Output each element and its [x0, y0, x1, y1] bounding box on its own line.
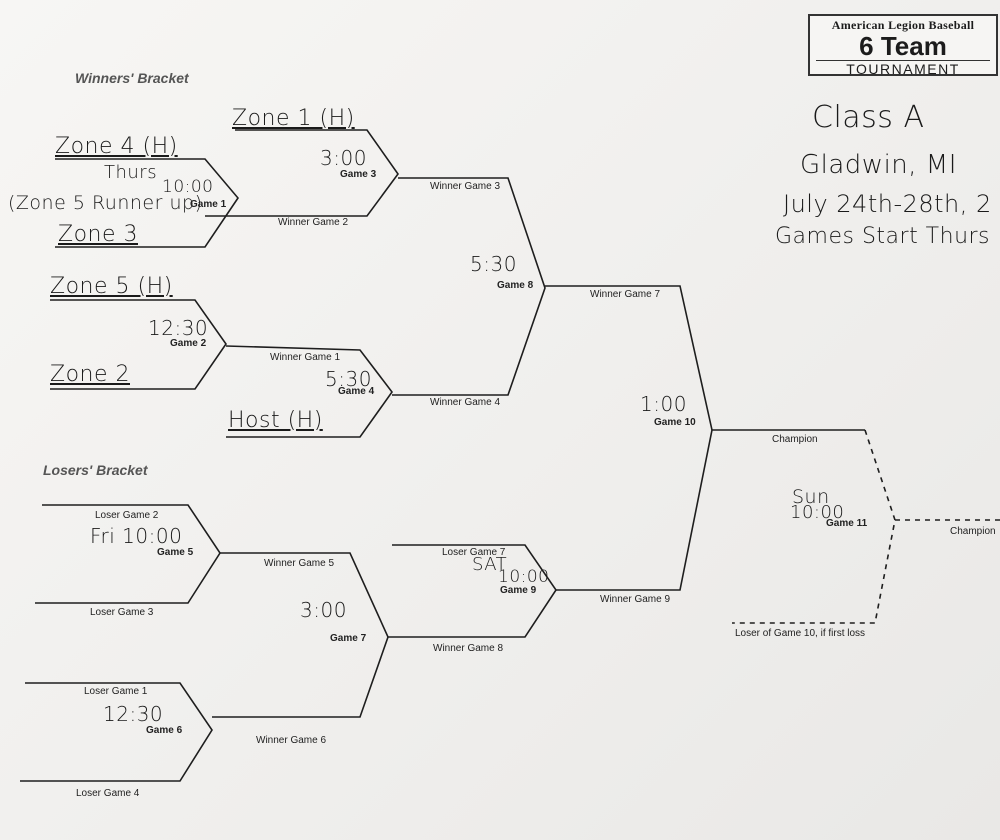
- game10-top: [545, 285, 713, 431]
- game3-label: Game 3: [340, 169, 377, 180]
- event-dates: July 24th-28th, 2: [783, 190, 992, 218]
- team-zone4: Zone 4 (H): [55, 134, 178, 159]
- game1-label: Game 1: [190, 199, 227, 210]
- slot-winner-game2: Winner Game 2: [278, 217, 349, 228]
- game10-label: Game 10: [654, 417, 696, 428]
- game11-time: 10:00: [790, 502, 845, 523]
- team-zone3: Zone 3: [58, 222, 138, 247]
- team-host: Host (H): [228, 408, 323, 433]
- slot-winner-game5: Winner Game 5: [264, 558, 335, 569]
- game11-day: Sun: [792, 486, 830, 508]
- game4-time: 5:30: [325, 367, 372, 391]
- logo-line-3: TOURNAMENT: [846, 61, 960, 77]
- slot-winner-game3: Winner Game 3: [430, 181, 501, 192]
- slot-loser-game3: Loser Game 3: [90, 607, 154, 618]
- team-zone5: Zone 5 (H): [50, 274, 173, 299]
- game5-time: Fri 10:00: [90, 524, 183, 548]
- slot-winner-game6: Winner Game 6: [256, 735, 327, 746]
- game2-label: Game 2: [170, 338, 207, 349]
- slot-winner-game1: Winner Game 1: [270, 352, 341, 363]
- slot-loser-game2: Loser Game 2: [95, 510, 159, 521]
- game4-label: Game 4: [338, 386, 375, 397]
- game11-bracket: [732, 429, 896, 624]
- game8-label: Game 8: [497, 280, 534, 291]
- slot-loser-game4: Loser Game 4: [76, 788, 140, 799]
- game7-time: 3:00: [300, 598, 347, 622]
- logo-divider: [816, 60, 990, 61]
- losers-bracket-heading: Losers' Bracket: [43, 462, 148, 478]
- slot-champion-game10: Champion: [772, 434, 818, 445]
- game6-label: Game 6: [146, 725, 183, 736]
- game11-label: Game 11: [826, 518, 868, 529]
- slot-loser-game7: Loser Game 7: [442, 547, 506, 558]
- game1-time: 10:00: [162, 177, 214, 197]
- game8-bracket: [392, 177, 546, 396]
- game2-time: 12:30: [148, 316, 209, 340]
- game2-bracket: [50, 299, 227, 390]
- game7-label: Game 7: [330, 633, 367, 644]
- team-zone5-runner-up: (Zone 5 Runner up): [8, 192, 203, 214]
- game9-label: Game 9: [500, 585, 537, 596]
- game9-day: SAT: [472, 554, 508, 575]
- game10-bottom: [556, 429, 865, 591]
- event-note: Games Start Thurs: [775, 224, 991, 249]
- slot-winner-game8: Winner Game 8: [433, 643, 504, 654]
- logo-line-2: 6 Team: [859, 31, 947, 61]
- slot-winner-game7: Winner Game 7: [590, 289, 661, 300]
- game6-time: 12:30: [103, 702, 164, 726]
- game1-bracket: [55, 158, 240, 248]
- slot-winner-game9: Winner Game 9: [600, 594, 671, 605]
- game3-bracket: [205, 129, 399, 217]
- team-zone2: Zone 2: [50, 362, 130, 387]
- game4-bracket: [225, 345, 393, 438]
- game5-label: Game 5: [157, 547, 194, 558]
- winners-bracket-heading: Winners' Bracket: [75, 70, 189, 86]
- game9-time: 10:00: [498, 567, 550, 587]
- game3-time: 3:00: [320, 146, 367, 170]
- event-class: Class A: [812, 100, 925, 135]
- game8-time: 5:30: [470, 252, 517, 276]
- game6-bracket: [20, 682, 213, 782]
- event-location: Gladwin, MI: [800, 150, 957, 180]
- slot-loser-game10: Loser of Game 10, if first loss: [735, 628, 866, 639]
- game10-time: 1:00: [640, 392, 687, 416]
- slot-champion-final: Champion: [950, 526, 996, 537]
- slot-winner-game4: Winner Game 4: [430, 397, 501, 408]
- tournament-logo: American Legion Baseball 6 Team TOURNAME…: [808, 14, 998, 77]
- logo-line-1: American Legion Baseball: [831, 18, 975, 32]
- team-zone1: Zone 1 (H): [232, 106, 355, 131]
- slot-loser-game1: Loser Game 1: [84, 686, 148, 697]
- game1-day: Thurs: [104, 162, 158, 183]
